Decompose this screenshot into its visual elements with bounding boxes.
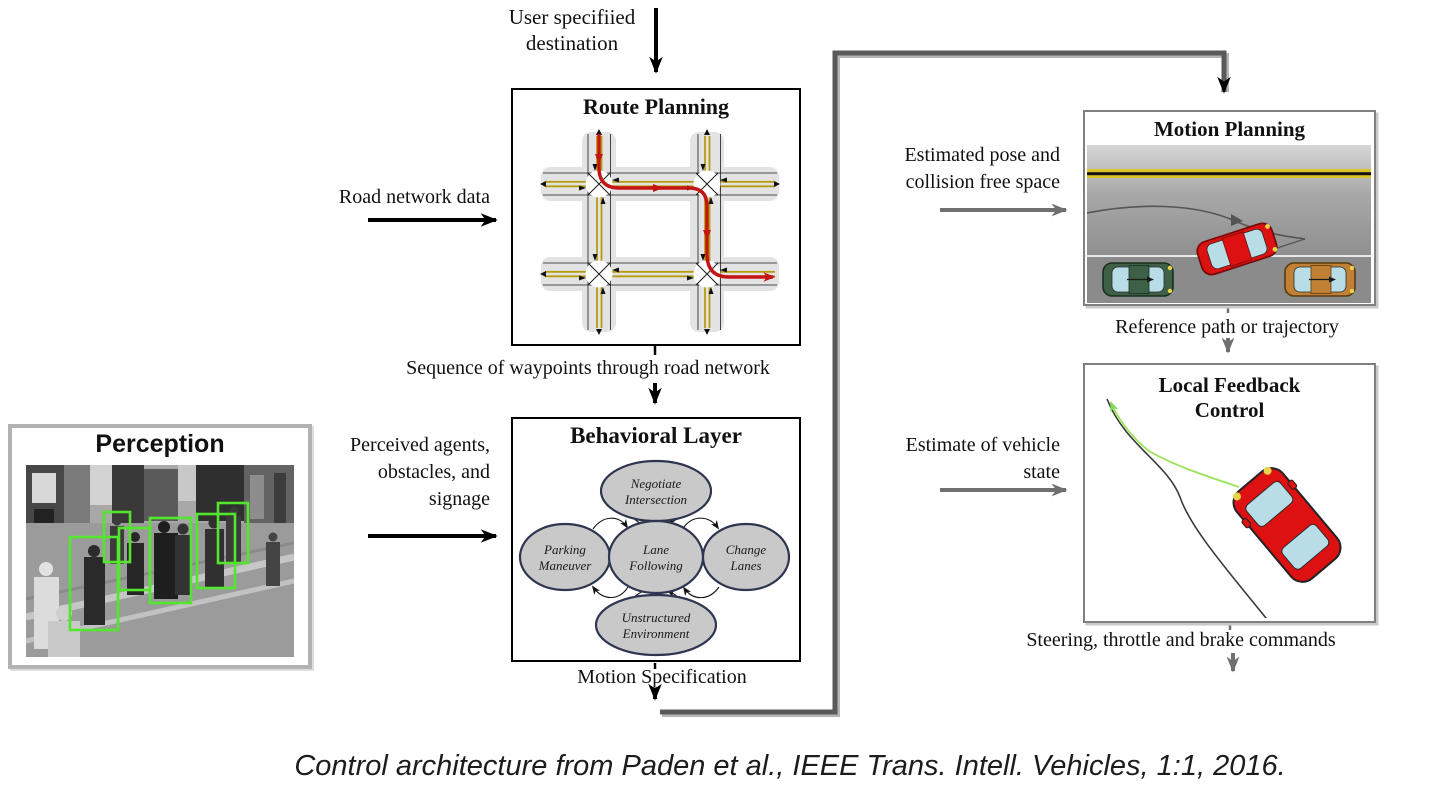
- state-change-lanes: Change Lanes: [701, 522, 791, 592]
- label-road-network-data: Road network data: [338, 186, 490, 208]
- red-car-planning: [1196, 222, 1278, 276]
- svg-text:Unstructured: Unstructured: [622, 610, 691, 625]
- label-sequence-waypoints: Sequence of waypoints through road netwo…: [406, 357, 770, 379]
- figure-caption: Control architecture from Paden et al., …: [294, 750, 1286, 782]
- perception-title: Perception: [95, 430, 225, 458]
- route-planning-box: Route Planning: [511, 88, 801, 346]
- behavioral-layer-box: Behavioral Layer Negotiate Intersection: [511, 417, 801, 662]
- svg-text:Following: Following: [628, 558, 683, 573]
- svg-text:Change: Change: [726, 542, 767, 557]
- state-lane-following: Lane Following: [607, 519, 705, 595]
- red-car-control: [1232, 466, 1342, 583]
- label-steering-commands: Steering, throttle and brake commands: [1026, 629, 1336, 651]
- svg-text:Lane: Lane: [642, 542, 669, 557]
- route-path: [597, 134, 776, 282]
- local-feedback-box: Local Feedback Control: [1083, 363, 1376, 623]
- perception-box: Perception: [8, 424, 312, 669]
- label-motion-specification: Motion Specification: [577, 666, 747, 688]
- svg-text:Intersection: Intersection: [624, 492, 687, 507]
- motion-planning-box: Motion Planning: [1083, 110, 1376, 306]
- state-parking-maneuver: Parking Maneuver: [518, 522, 612, 592]
- detection-boxes: [68, 501, 250, 632]
- label-reference-path: Reference path or trajectory: [1115, 316, 1339, 338]
- svg-text:Lanes: Lanes: [729, 558, 761, 573]
- motion-planning-title: Motion Planning: [1153, 117, 1306, 141]
- perception-photo: [26, 465, 294, 657]
- state-machine-graphic: Negotiate Intersection Parking Maneuver …: [518, 459, 791, 657]
- behavioral-layer-title: Behavioral Layer: [570, 423, 742, 448]
- road-network-graphic: [540, 129, 780, 335]
- svg-text:Environment: Environment: [622, 626, 690, 641]
- state-negotiate-intersection: Negotiate Intersection: [599, 459, 713, 523]
- local-feedback-graphic: [1106, 398, 1342, 618]
- label-estimated-pose: Estimated pose and collision free space: [904, 144, 1060, 193]
- label-estimate-vehicle-state: Estimate of vehicle state: [905, 434, 1060, 483]
- label-perceived-agents: Perceived agents, obstacles, and signage: [350, 434, 490, 510]
- state-unstructured-environment: Unstructured Environment: [594, 593, 718, 657]
- local-feedback-title: Local Feedback Control: [1158, 373, 1301, 422]
- route-planning-title: Route Planning: [582, 94, 730, 119]
- svg-text:Parking: Parking: [543, 542, 586, 557]
- svg-text:Maneuver: Maneuver: [538, 558, 593, 573]
- green-car: [1102, 262, 1174, 297]
- label-user-destination: User specifiied destination: [508, 5, 636, 55]
- orange-car: [1284, 262, 1356, 297]
- motion-planning-graphic: [1087, 145, 1371, 303]
- svg-text:Negotiate: Negotiate: [630, 476, 682, 491]
